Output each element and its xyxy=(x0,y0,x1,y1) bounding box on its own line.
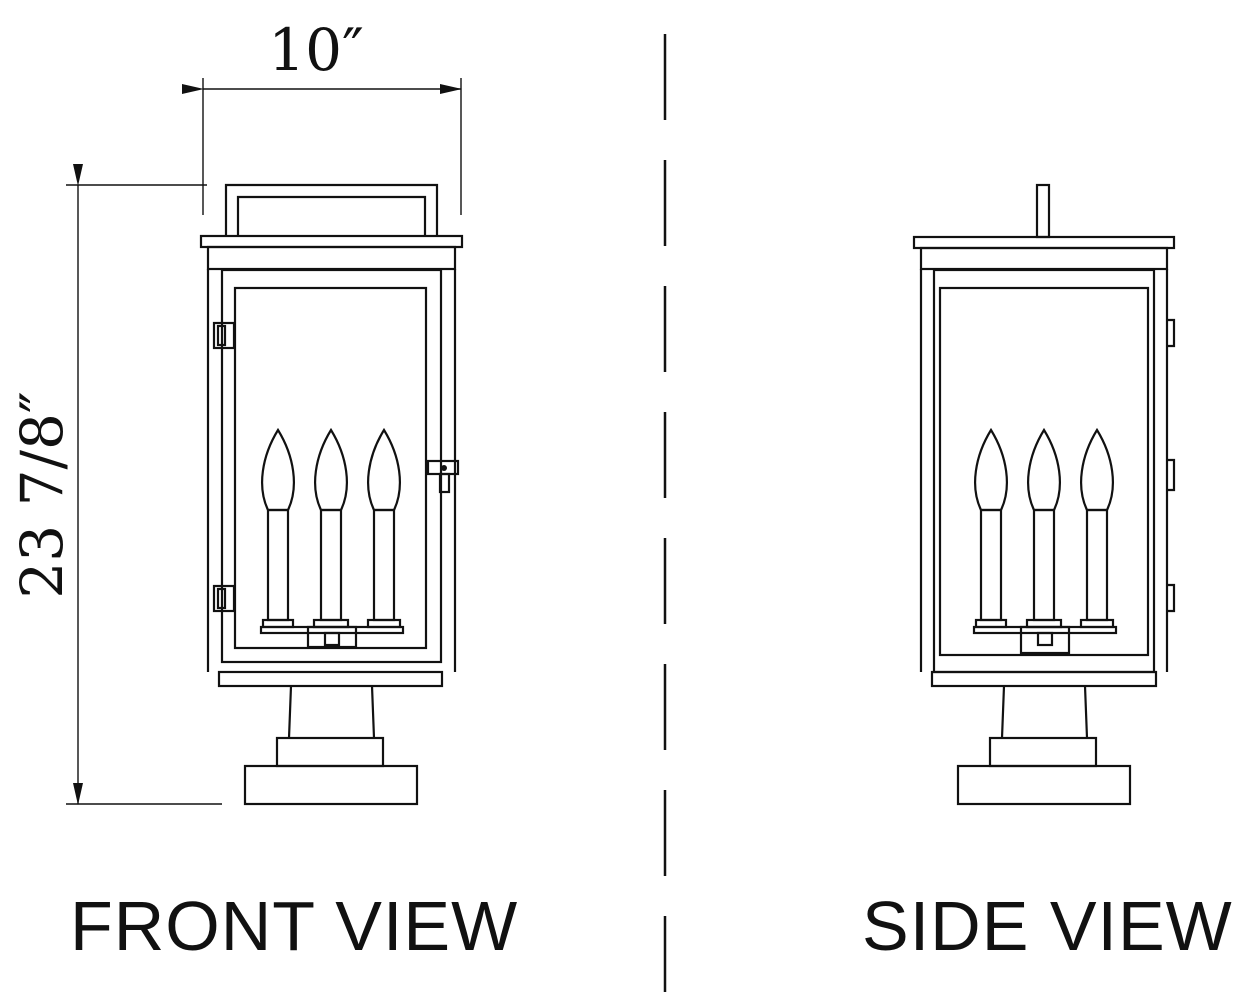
front-candle-3-icon xyxy=(366,427,402,629)
side-hinge-bottom-icon xyxy=(1167,583,1176,613)
hinge-bottom-icon xyxy=(212,584,236,613)
hinge-top-icon xyxy=(212,321,236,350)
side-hinge-top-icon xyxy=(1167,318,1176,348)
width-dimension: 10″ xyxy=(182,16,462,215)
height-label: 23 7/8″ xyxy=(8,391,76,598)
side-latch-icon xyxy=(1167,458,1176,492)
front-view-lantern xyxy=(199,183,464,806)
side-view-label: SIDE VIEW xyxy=(862,887,1233,965)
front-view-label: FRONT VIEW xyxy=(70,887,519,965)
side-candle-1-icon xyxy=(974,427,1008,629)
side-view-lantern xyxy=(912,183,1176,806)
side-candle-3-icon xyxy=(1079,427,1115,629)
front-candle-2-icon xyxy=(312,427,350,629)
width-label: 10″ xyxy=(268,16,363,84)
door-latch-icon xyxy=(426,459,460,494)
height-dimension: 23 7/8″ xyxy=(8,164,222,805)
front-candle-1-icon xyxy=(261,427,295,629)
side-candle-2-icon xyxy=(1025,427,1063,629)
